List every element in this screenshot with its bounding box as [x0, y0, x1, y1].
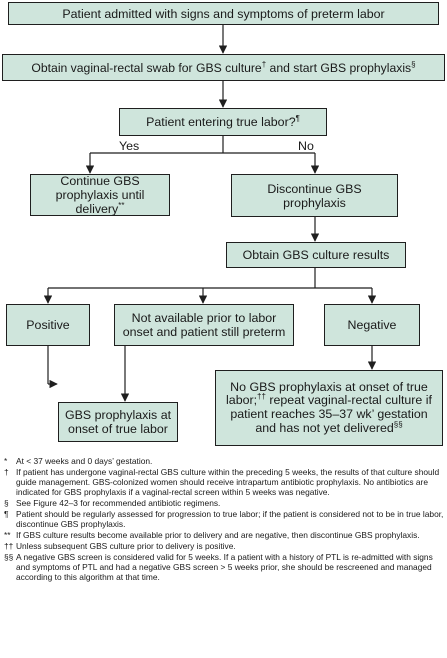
- footnote-text: A negative GBS screen is considered vali…: [16, 552, 433, 582]
- footnote-symbol: †: [4, 467, 9, 477]
- node-gbs-onset: GBS prophylaxis at onset of true labor: [58, 402, 178, 442]
- node-result-positive: Positive: [6, 304, 90, 346]
- node-obtain-results-text: Obtain GBS culture results: [242, 248, 390, 262]
- footnote-text: If patient has undergone vaginal-rectal …: [16, 467, 440, 497]
- node-patient-admitted-text: Patient admitted with signs and symptoms…: [62, 6, 385, 21]
- node-not-available-text: Not available prior to labor onset and p…: [122, 311, 286, 339]
- node-positive-text: Positive: [26, 318, 70, 332]
- footnote-text: At < 37 weeks and 0 days’ gestation.: [16, 456, 153, 466]
- footnote-symbol: **: [4, 530, 11, 540]
- node-obtain-culture-results: Obtain GBS culture results: [226, 242, 406, 268]
- footnote-item: § See Figure 42–3 for recommended antibi…: [4, 498, 444, 508]
- footnote-symbol: ¶: [4, 509, 9, 519]
- node-discontinue-prophylaxis: Discontinue GBS prophylaxis: [231, 174, 398, 217]
- node-patient-admitted: Patient admitted with signs and symptoms…: [8, 2, 439, 25]
- node-no-prophylaxis-text: No GBS prophylaxis at onset of true labo…: [226, 379, 432, 435]
- footnote-item: * At < 37 weeks and 0 days’ gestation.: [4, 456, 444, 466]
- footnote-symbol: *: [4, 456, 8, 466]
- footnote-text: See Figure 42–3 for recommended antibiot…: [16, 498, 221, 508]
- node-negative-text: Negative: [347, 318, 397, 332]
- footnote-item: §§ A negative GBS screen is considered v…: [4, 552, 444, 582]
- node-result-negative: Negative: [324, 304, 420, 346]
- node-discontinue-text: Discontinue GBS prophylaxis: [267, 181, 362, 210]
- footnote-text: Unless subsequent GBS culture prior to d…: [16, 541, 236, 551]
- footnote-item: † If patient has undergone vaginal-recta…: [4, 467, 444, 497]
- node-true-labor-question: Patient entering true labor?¶: [119, 108, 327, 136]
- footnote-text: If GBS culture results become available …: [16, 530, 420, 540]
- node-obtain-swab-text: Obtain vaginal-rectal swab for GBS cultu…: [31, 59, 416, 75]
- node-obtain-swab: Obtain vaginal-rectal swab for GBS cultu…: [2, 54, 445, 81]
- branch-label-no: No: [298, 139, 314, 153]
- flowchart-connectors: [43, 25, 377, 402]
- node-true-labor-text: Patient entering true labor?¶: [146, 113, 300, 129]
- node-result-not-available: Not available prior to labor onset and p…: [114, 304, 294, 346]
- footnote-item: †† Unless subsequent GBS culture prior t…: [4, 541, 444, 551]
- footnotes: * At < 37 weeks and 0 days’ gestation. †…: [4, 456, 444, 583]
- footnote-text: Patient should be regularly assessed for…: [16, 509, 444, 529]
- footnote-item: ** If GBS culture results become availab…: [4, 530, 444, 540]
- node-gbs-onset-text: GBS prophylaxis at onset of true labor: [64, 408, 172, 436]
- node-no-prophylaxis: No GBS prophylaxis at onset of true labo…: [215, 370, 443, 446]
- footnote-symbol: ††: [4, 541, 14, 551]
- footnote-item: ¶ Patient should be regularly assessed f…: [4, 509, 444, 529]
- footnote-symbol: §: [4, 498, 9, 508]
- node-continue-prophylaxis: Continue GBS prophylaxis until delivery*…: [30, 174, 170, 216]
- branch-label-yes: Yes: [119, 139, 140, 153]
- footnote-symbol: §§: [4, 552, 14, 562]
- node-continue-text: Continue GBS prophylaxis until delivery*…: [55, 174, 145, 216]
